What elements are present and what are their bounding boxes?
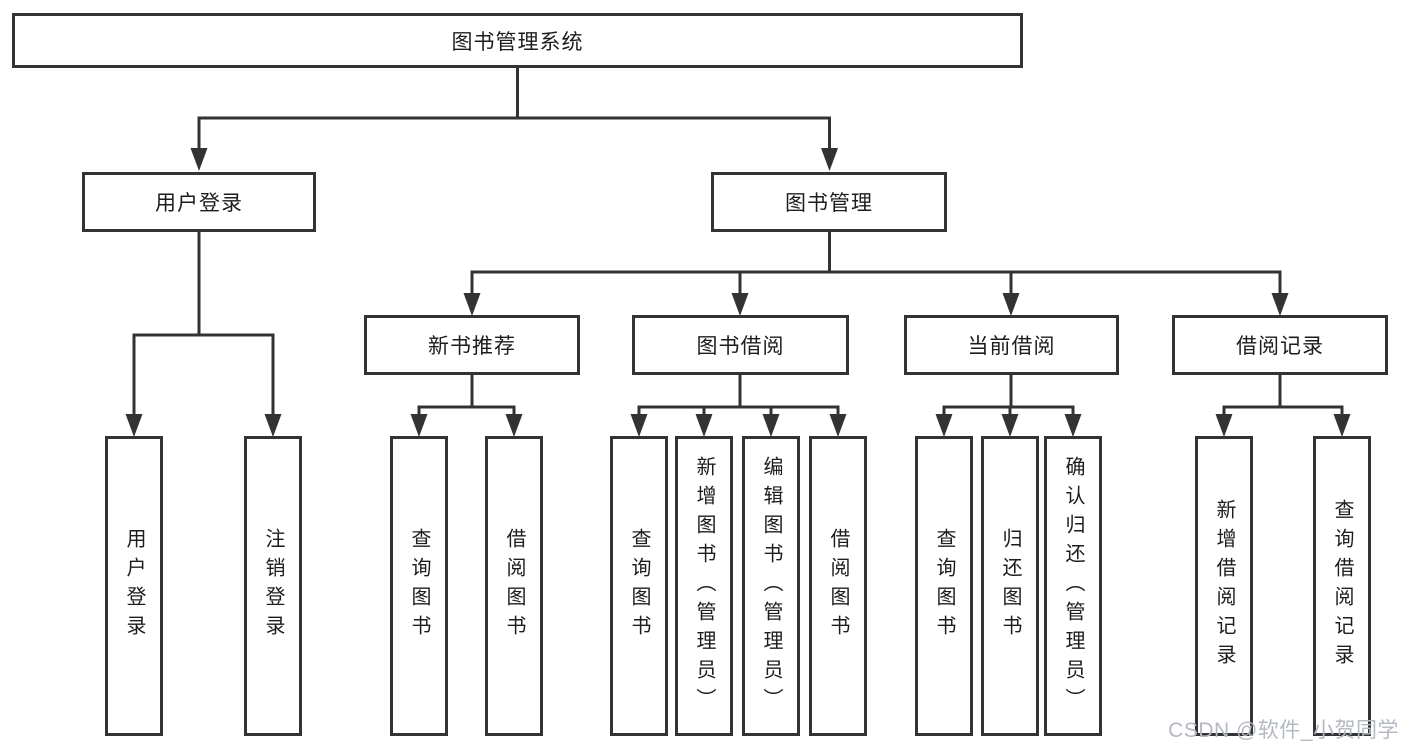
leaf-label: 查询图书 (628, 528, 650, 644)
leaf-borrow-books-recommend: 借阅图书 (485, 436, 543, 736)
leaf-label: 编辑图书（管理员） (760, 455, 782, 717)
leaf-query-books-recommend: 查询图书 (390, 436, 448, 736)
leaf-label: 借阅图书 (503, 528, 525, 644)
leaf-query-books-borrow: 查询图书 (610, 436, 668, 736)
leaf-label: 新增图书（管理员） (693, 455, 715, 717)
leaf-label: 注销登录 (262, 528, 284, 644)
leaf-return-book: 归还图书 (981, 436, 1039, 736)
leaf-label: 确认归还（管理员） (1062, 455, 1084, 717)
leaf-confirm-return-admin: 确认归还（管理员） (1044, 436, 1102, 736)
leaf-query-borrow-record: 查询借阅记录 (1313, 436, 1371, 736)
leaf-label: 归还图书 (999, 528, 1021, 644)
leaf-label: 借阅图书 (827, 528, 849, 644)
leaf-query-books-current: 查询图书 (915, 436, 973, 736)
leaf-label: 用户登录 (123, 528, 145, 644)
node-user-login: 用户登录 (82, 172, 316, 232)
leaf-label: 查询借阅记录 (1331, 499, 1353, 673)
node-current-borrow: 当前借阅 (904, 315, 1119, 375)
leaf-label: 新增借阅记录 (1213, 499, 1235, 673)
leaf-user-login: 用户登录 (105, 436, 163, 736)
leaf-edit-book-admin: 编辑图书（管理员） (742, 436, 800, 736)
node-borrow-records: 借阅记录 (1172, 315, 1388, 375)
node-new-book-recommend: 新书推荐 (364, 315, 580, 375)
node-book-management: 图书管理 (711, 172, 947, 232)
leaf-logout: 注销登录 (244, 436, 302, 736)
leaf-add-borrow-record: 新增借阅记录 (1195, 436, 1253, 736)
leaf-add-book-admin: 新增图书（管理员） (675, 436, 733, 736)
watermark: CSDN @软件_小贺同学 (1168, 719, 1399, 742)
node-library-system: 图书管理系统 (12, 13, 1023, 68)
node-book-borrow: 图书借阅 (632, 315, 849, 375)
leaf-borrow-books-borrow: 借阅图书 (809, 436, 867, 736)
leaf-label: 查询图书 (408, 528, 430, 644)
leaf-label: 查询图书 (933, 528, 955, 644)
